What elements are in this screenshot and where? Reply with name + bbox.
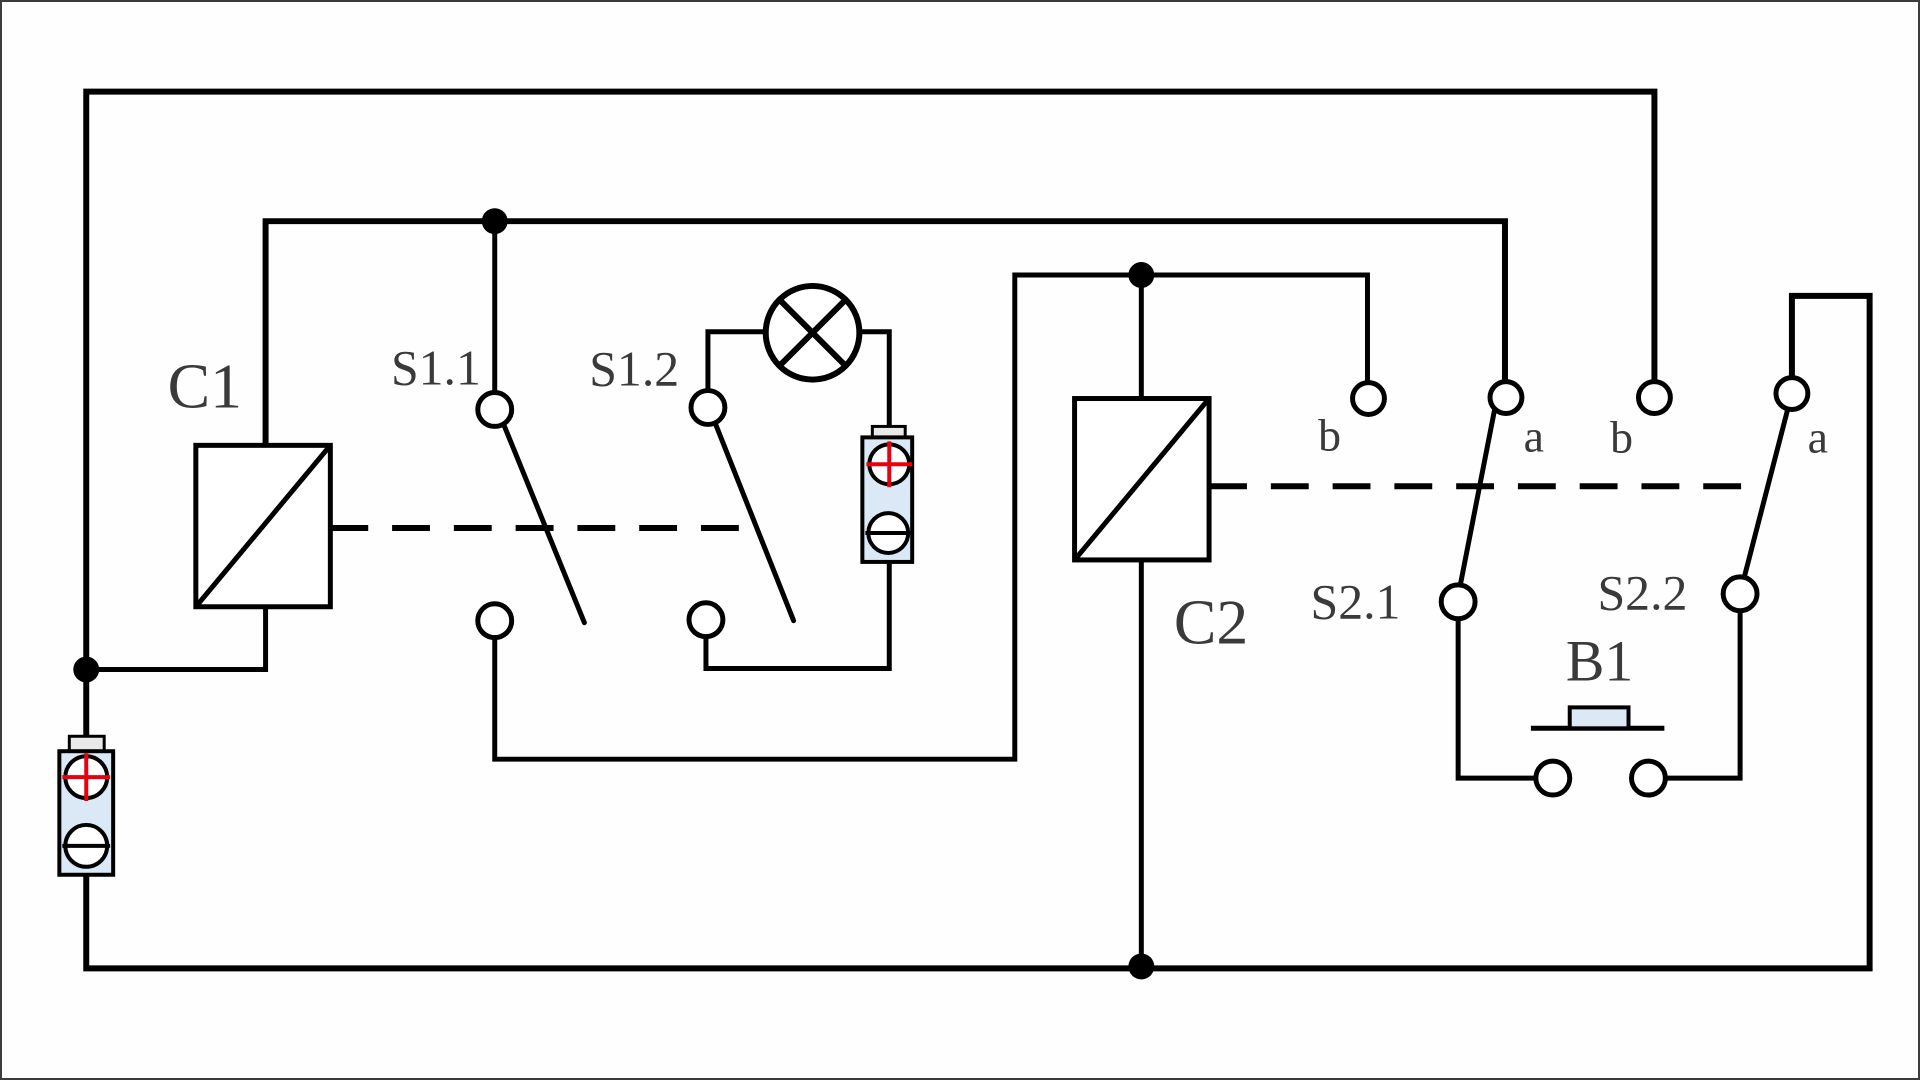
s11-arm [501, 421, 587, 626]
s11-top-contact [475, 390, 515, 429]
label-b1: B1 [1566, 630, 1633, 693]
s12-top-contact [688, 388, 728, 427]
wire-power-bottom-loop [83, 292, 1873, 972]
wire-c1-coil-bottom [83, 604, 269, 673]
wire-s21-common-to-b1 [1455, 616, 1540, 781]
label-s21-b: b [1318, 409, 1341, 460]
label-s22-b: b [1610, 411, 1633, 462]
relay-c2-coil-diagonal [1072, 396, 1211, 562]
s12-bottom-contact [686, 600, 726, 640]
label-s1-2: S1.2 [589, 342, 679, 397]
s21-contact-b [1350, 380, 1387, 417]
wire-c1-coil-top-bus [262, 218, 1508, 449]
wire-s12-common-to-cell [703, 559, 892, 672]
wire-lamp-to-cell [856, 329, 892, 429]
s22-arm [1741, 405, 1791, 581]
pushbutton-b1-cap [1567, 705, 1631, 731]
s22-contact-a [1773, 375, 1811, 412]
s21-arm [1457, 405, 1498, 589]
wire-power-top-loop [83, 88, 1658, 673]
junction-c2-coil-top [1128, 262, 1155, 288]
s21-contact-a [1487, 379, 1525, 416]
junction-battery-c1 [73, 656, 100, 683]
label-s2-2: S2.2 [1597, 566, 1687, 621]
junction-c2-bottom [1128, 953, 1155, 980]
label-s2-1: S2.1 [1311, 575, 1401, 630]
b1-right-contact [1629, 758, 1668, 798]
s11-bottom-contact [475, 601, 515, 641]
wire-s11-common-c2-s21b [492, 272, 1370, 762]
relay-c1-coil-diagonal [193, 443, 333, 609]
s12-arm [712, 419, 797, 624]
battery-main-tab [67, 734, 106, 753]
label-s21-a: a [1524, 410, 1544, 461]
label-c1: C1 [168, 350, 242, 421]
label-s1-1: S1.1 [391, 341, 481, 396]
lamp-x2 [777, 297, 848, 368]
junction-bus-s11 [481, 208, 508, 235]
label-s22-a: a [1808, 411, 1828, 462]
s22-contact-b [1635, 379, 1673, 416]
wire-s12-top-to-lamp [705, 329, 769, 394]
s22-pivot-contact [1720, 574, 1760, 614]
wire-b1-to-s22-common [1661, 609, 1743, 781]
label-c2: C2 [1174, 587, 1248, 658]
b1-left-contact [1533, 758, 1573, 798]
s21-pivot-contact [1438, 582, 1478, 622]
